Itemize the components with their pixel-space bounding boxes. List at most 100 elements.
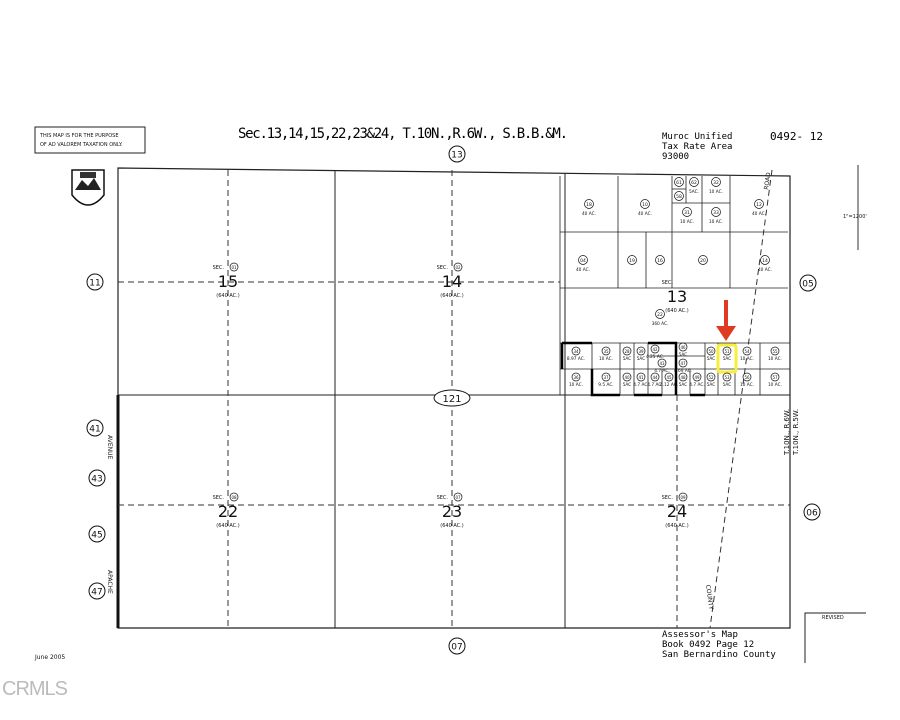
adjoining-map-13[interactable]: 13 [448,145,466,163]
parcel-number-circle [722,372,732,382]
parcel-49[interactable]: 494.7 AC. [689,372,705,388]
road-label: ROAD [763,172,772,191]
parcel-number: 14 [762,258,768,264]
parcel-number-circle [770,372,780,382]
sec-label: SEC. [213,265,225,271]
adjoining-map-07[interactable]: 07 [448,637,466,655]
parcel-61[interactable]: 61 [674,177,684,187]
parcel-35[interactable]: 35 10 AC. [599,346,613,362]
adjoining-map-05[interactable]: 05 [799,274,817,292]
adjoining-map-06[interactable]: 06 [803,503,821,521]
parcel-number-circle [760,255,770,265]
parcel-47[interactable]: 474.69 AC. [674,358,692,374]
sec-number: 07 [455,495,461,500]
parcel-area: 10 AC. [740,382,754,388]
sec-number: 02 [455,265,461,270]
ownership-boundaries [560,341,705,397]
parcel-number-circle [742,346,752,356]
revised-box [804,612,866,663]
parcel-41[interactable]: 414.7 AC. [633,372,649,388]
adjoining-map-number: 13 [451,151,462,161]
parcel-number-circle [601,372,611,382]
parcel-area: 5AC [723,356,732,362]
parcel-area: 5AC [679,352,688,358]
parcel-14[interactable]: 14 40 AC. [758,255,772,274]
adjoining-map-41[interactable]: 41 [86,419,104,437]
adjoining-map-45[interactable]: 45 [88,525,106,543]
tax-area-3: 93000 [662,152,689,162]
revised-label: REVISED [822,615,844,621]
township-west-label: T.10N., R.6W. [783,409,791,456]
highlighted-parcel-51[interactable] [716,343,738,374]
adjoining-map-47[interactable]: 47 [88,582,106,600]
parcel-area: 40 AC. [638,211,652,217]
parcel-20[interactable]: 20 [698,255,708,265]
parcel-number: 62 [691,180,697,186]
adjoining-map-number: 11 [89,279,100,289]
section-area: (640 AC.) [665,523,688,529]
parcel-number-circle [674,191,684,201]
adjoining-map-43[interactable]: 43 [88,469,106,487]
parcel-44[interactable]: 444.7 AC. [647,372,663,388]
parcel-number: 55 [772,349,778,354]
parcel-number: 52 [708,375,714,380]
book-page-number: 0492- 12 [770,130,823,143]
parcel-area: 10 AC. [740,356,754,362]
parcel-number: 39 [638,349,644,354]
parcel-area: 40 AC. [758,267,772,273]
assessor-line-2: Book 0492 Page 12 [662,640,754,650]
parcel-43[interactable]: 434.7 AC. [654,358,670,374]
parcel-number: 35 [603,349,609,354]
parcel-number-circle [664,372,674,382]
parcel-area: 10 AC. [599,356,613,362]
parcel-number-circle [622,372,632,382]
parcel-number-circle [571,346,581,356]
disclaimer-line-2: OF AD VALOREM TAXATION ONLY. [40,142,123,148]
adjoining-map-11[interactable]: 11 [86,273,104,291]
parcel-area: 40 AC. [752,211,766,217]
parcel-42[interactable]: 424.25 AC. [646,344,664,360]
parcel-area: 4.7 AC. [654,368,669,374]
adjoining-map-number: 06 [806,509,818,519]
parcel-16[interactable]: 16 [655,255,665,265]
section-area: (640 AC.) [216,293,239,299]
parcel-58[interactable]: 58 [674,191,684,201]
adjoining-map-number: 43 [91,475,102,485]
parcel-number-circle [655,255,665,265]
parcel-number: 22 [657,312,663,318]
sec-number: 01 [231,265,237,270]
parcel-37[interactable]: 379.5 AC. [598,372,614,388]
parcel-19[interactable]: 19 [627,255,637,265]
parcel-number-circle [682,207,692,217]
adjoining-map-number: 45 [91,531,102,541]
section-area: (640 AC.) [665,308,688,314]
parcel-34[interactable]: 348.97 AC. [567,346,585,362]
parcel-45[interactable]: 454.12 AC. [660,372,678,388]
parcel-number: 40 [624,375,630,380]
parcel-area: 5AC [707,356,716,362]
parcel-number: 50 [708,349,714,354]
